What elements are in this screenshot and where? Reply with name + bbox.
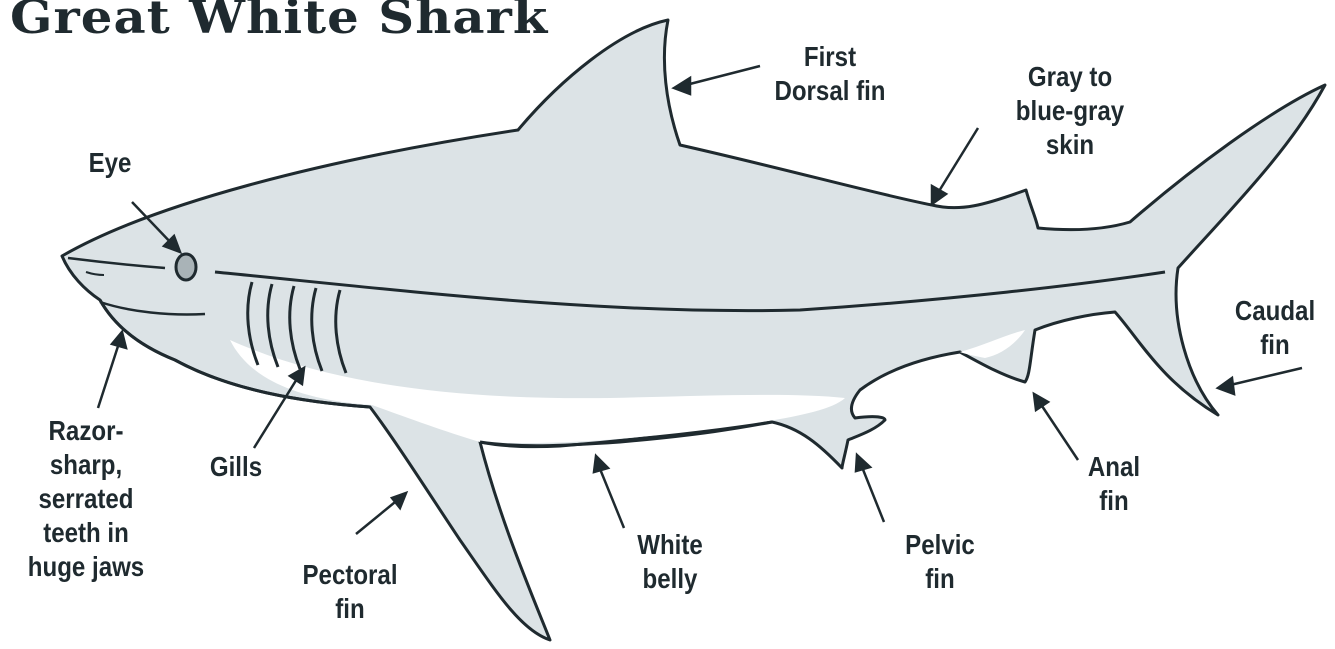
label-eye: Eye <box>76 146 145 180</box>
arrow-skin <box>932 128 978 204</box>
label-gills: Gills <box>202 450 271 484</box>
label-first-dorsal-fin: First Dorsal fin <box>770 40 890 108</box>
arrow-white-belly <box>594 456 624 528</box>
label-caudal-fin: Caudal fin <box>1228 294 1323 362</box>
label-skin: Gray to blue-gray skin <box>1001 60 1139 162</box>
label-white-belly: White belly <box>618 528 721 596</box>
label-razor-teeth: Razor- sharp, serrated teeth in huge jaw… <box>17 414 155 584</box>
arrow-caudal-fin <box>1218 368 1302 394</box>
arrow-pelvic-fin <box>856 455 884 522</box>
label-anal-fin: Anal fin <box>1071 450 1157 518</box>
diagram-title: Great White Shark <box>10 0 548 44</box>
label-pectoral-fin: Pectoral fin <box>290 558 410 626</box>
arrow-first-dorsal-fin <box>674 66 760 94</box>
arrow-pectoral-fin <box>356 493 406 534</box>
arrow-razor-teeth <box>98 332 126 408</box>
eye-shape <box>176 254 196 280</box>
label-pelvic-fin: Pelvic fin <box>888 528 991 596</box>
